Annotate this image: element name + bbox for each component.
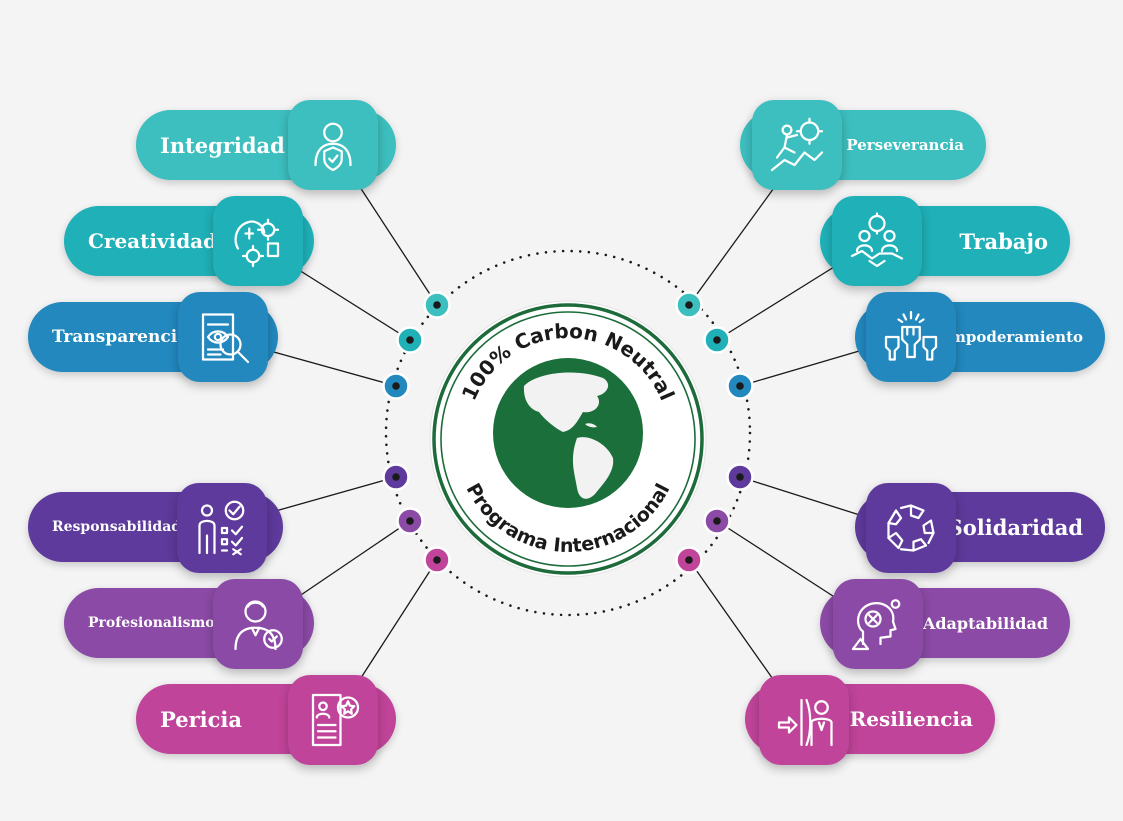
certificate-star-icon — [303, 690, 363, 750]
climber-gear-icon — [767, 115, 827, 175]
connector-line-empoderamiento — [739, 348, 867, 387]
ring-node-empoderamiento — [726, 372, 754, 400]
raised-fists-icon — [881, 307, 941, 367]
value-icon-tile-resiliencia — [759, 675, 849, 765]
globe-icon — [493, 358, 643, 508]
adaptive-mind-icon — [848, 594, 908, 654]
value-label: Perseverancia — [846, 136, 964, 154]
value-label: Transparencia — [52, 327, 189, 347]
ring-node-adaptabilidad — [703, 507, 731, 535]
value-label: Trabajo — [959, 228, 1048, 254]
connector-line-profesionalismo — [291, 520, 411, 602]
ring-node-pericia — [423, 546, 451, 574]
seal-outer-ring — [432, 303, 704, 575]
connector-line-adaptabilidad — [716, 520, 837, 599]
connector-line-resiliencia — [688, 559, 776, 683]
carbon-neutral-seal: 100% Carbon Neutral Programa Internacion… — [427, 298, 709, 580]
value-icon-tile-pericia — [288, 675, 378, 765]
value-label: Pericia — [160, 706, 243, 732]
value-label: Creatividad — [88, 229, 218, 253]
professional-person-badge-icon — [228, 594, 288, 654]
connector-line-creatividad — [290, 264, 411, 341]
value-label: Profesionalismo — [88, 615, 215, 631]
dotted-orbit-ring — [384, 249, 752, 617]
connector-line-perseverancia — [688, 180, 780, 306]
person-checklist-icon — [192, 498, 252, 558]
ring-node-perseverancia — [675, 291, 703, 319]
value-icon-tile-perseverancia — [752, 100, 842, 190]
connector-line-pericia — [356, 559, 438, 685]
seal-inner-ring — [440, 311, 696, 567]
value-label: Solidaridad — [947, 514, 1083, 540]
value-label: Responsabilidad — [52, 519, 182, 535]
person-shield-icon — [303, 115, 363, 175]
connector-line-responsabilidad — [264, 476, 397, 515]
connector-line-transparencia — [262, 348, 397, 387]
ring-node-transparencia — [382, 372, 410, 400]
teamwork-handshake-icon — [847, 211, 907, 271]
value-icon-tile-adaptabilidad — [833, 579, 923, 669]
ring-node-profesionalismo — [396, 507, 424, 535]
circle-of-hands-icon — [881, 498, 941, 558]
value-label: Resiliencia — [849, 707, 973, 731]
ring-node-trabajo — [703, 326, 731, 354]
value-icon-tile-solidaridad — [866, 483, 956, 573]
value-label: Integridad — [160, 132, 285, 158]
value-icon-tile-empoderamiento — [866, 292, 956, 382]
ring-node-integridad — [423, 291, 451, 319]
value-icon-tile-responsabilidad — [177, 483, 267, 573]
connector-line-integridad — [355, 180, 438, 306]
connector-line-trabajo — [716, 261, 843, 341]
value-icon-tile-transparencia — [178, 292, 268, 382]
value-icon-tile-creatividad — [213, 196, 303, 286]
ring-node-solidaridad — [726, 463, 754, 491]
value-icon-tile-profesionalismo — [213, 579, 303, 669]
ring-node-creatividad — [396, 326, 424, 354]
resilient-person-shield-icon — [774, 690, 834, 750]
creative-mind-gears-icon — [228, 211, 288, 271]
value-label: Empoderamiento — [938, 328, 1083, 346]
value-icon-tile-integridad — [288, 100, 378, 190]
document-magnifier-eye-icon — [193, 307, 253, 367]
ring-node-responsabilidad — [382, 463, 410, 491]
value-label: Adaptabilidad — [922, 613, 1048, 633]
seal-graphic: 100% Carbon Neutral Programa Internacion… — [429, 300, 707, 578]
connector-line-solidaridad — [739, 476, 867, 518]
ring-node-resiliencia — [675, 546, 703, 574]
value-icon-tile-trabajo — [832, 196, 922, 286]
